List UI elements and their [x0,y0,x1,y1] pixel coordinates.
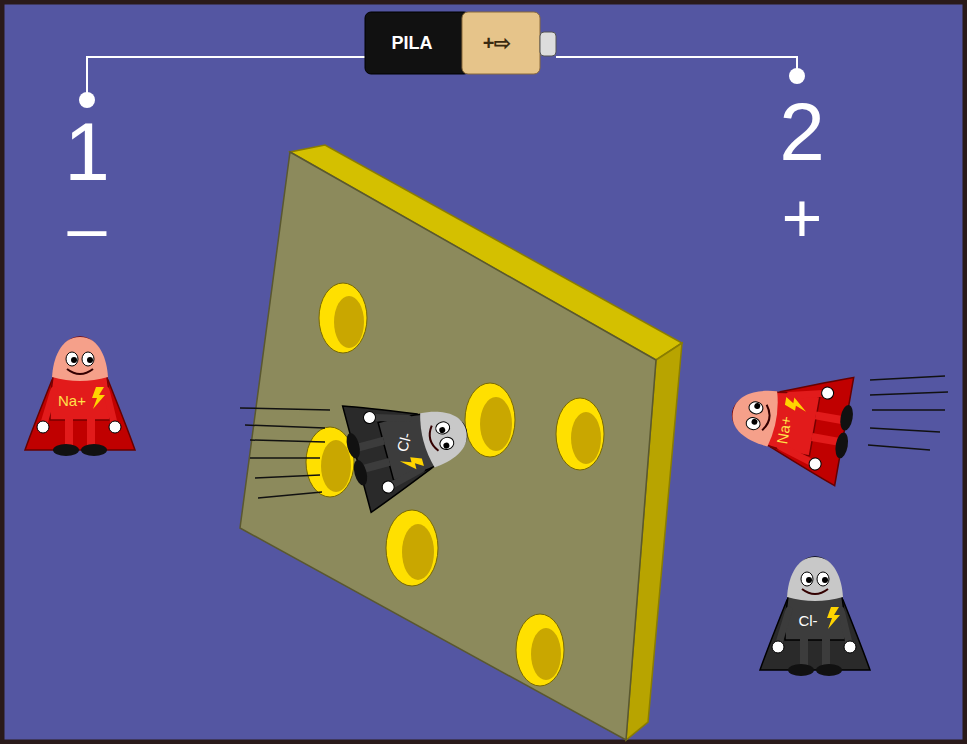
ion-label: Na+ [58,393,86,408]
terminal-dot [789,68,805,84]
membrane-hole [306,283,604,686]
terminal-dot [79,92,95,108]
chloride-ion [760,557,870,676]
battery [365,12,556,74]
ion-label: Na+ [774,415,794,445]
polarity-sign: – [68,193,107,263]
polarity-sign: + [782,183,823,253]
chloride-ion [337,377,480,514]
ion-label: Cl- [394,431,413,453]
sodium-ion [723,358,859,487]
ion-label: Cl- [798,613,817,628]
polarity-mark: +⇨ [483,33,512,53]
membrane [240,145,682,740]
terminal-number: 2 [779,91,825,173]
sodium-ion [25,337,135,456]
battery-label: PILA [391,34,432,52]
terminal-number: 1 [64,111,110,193]
